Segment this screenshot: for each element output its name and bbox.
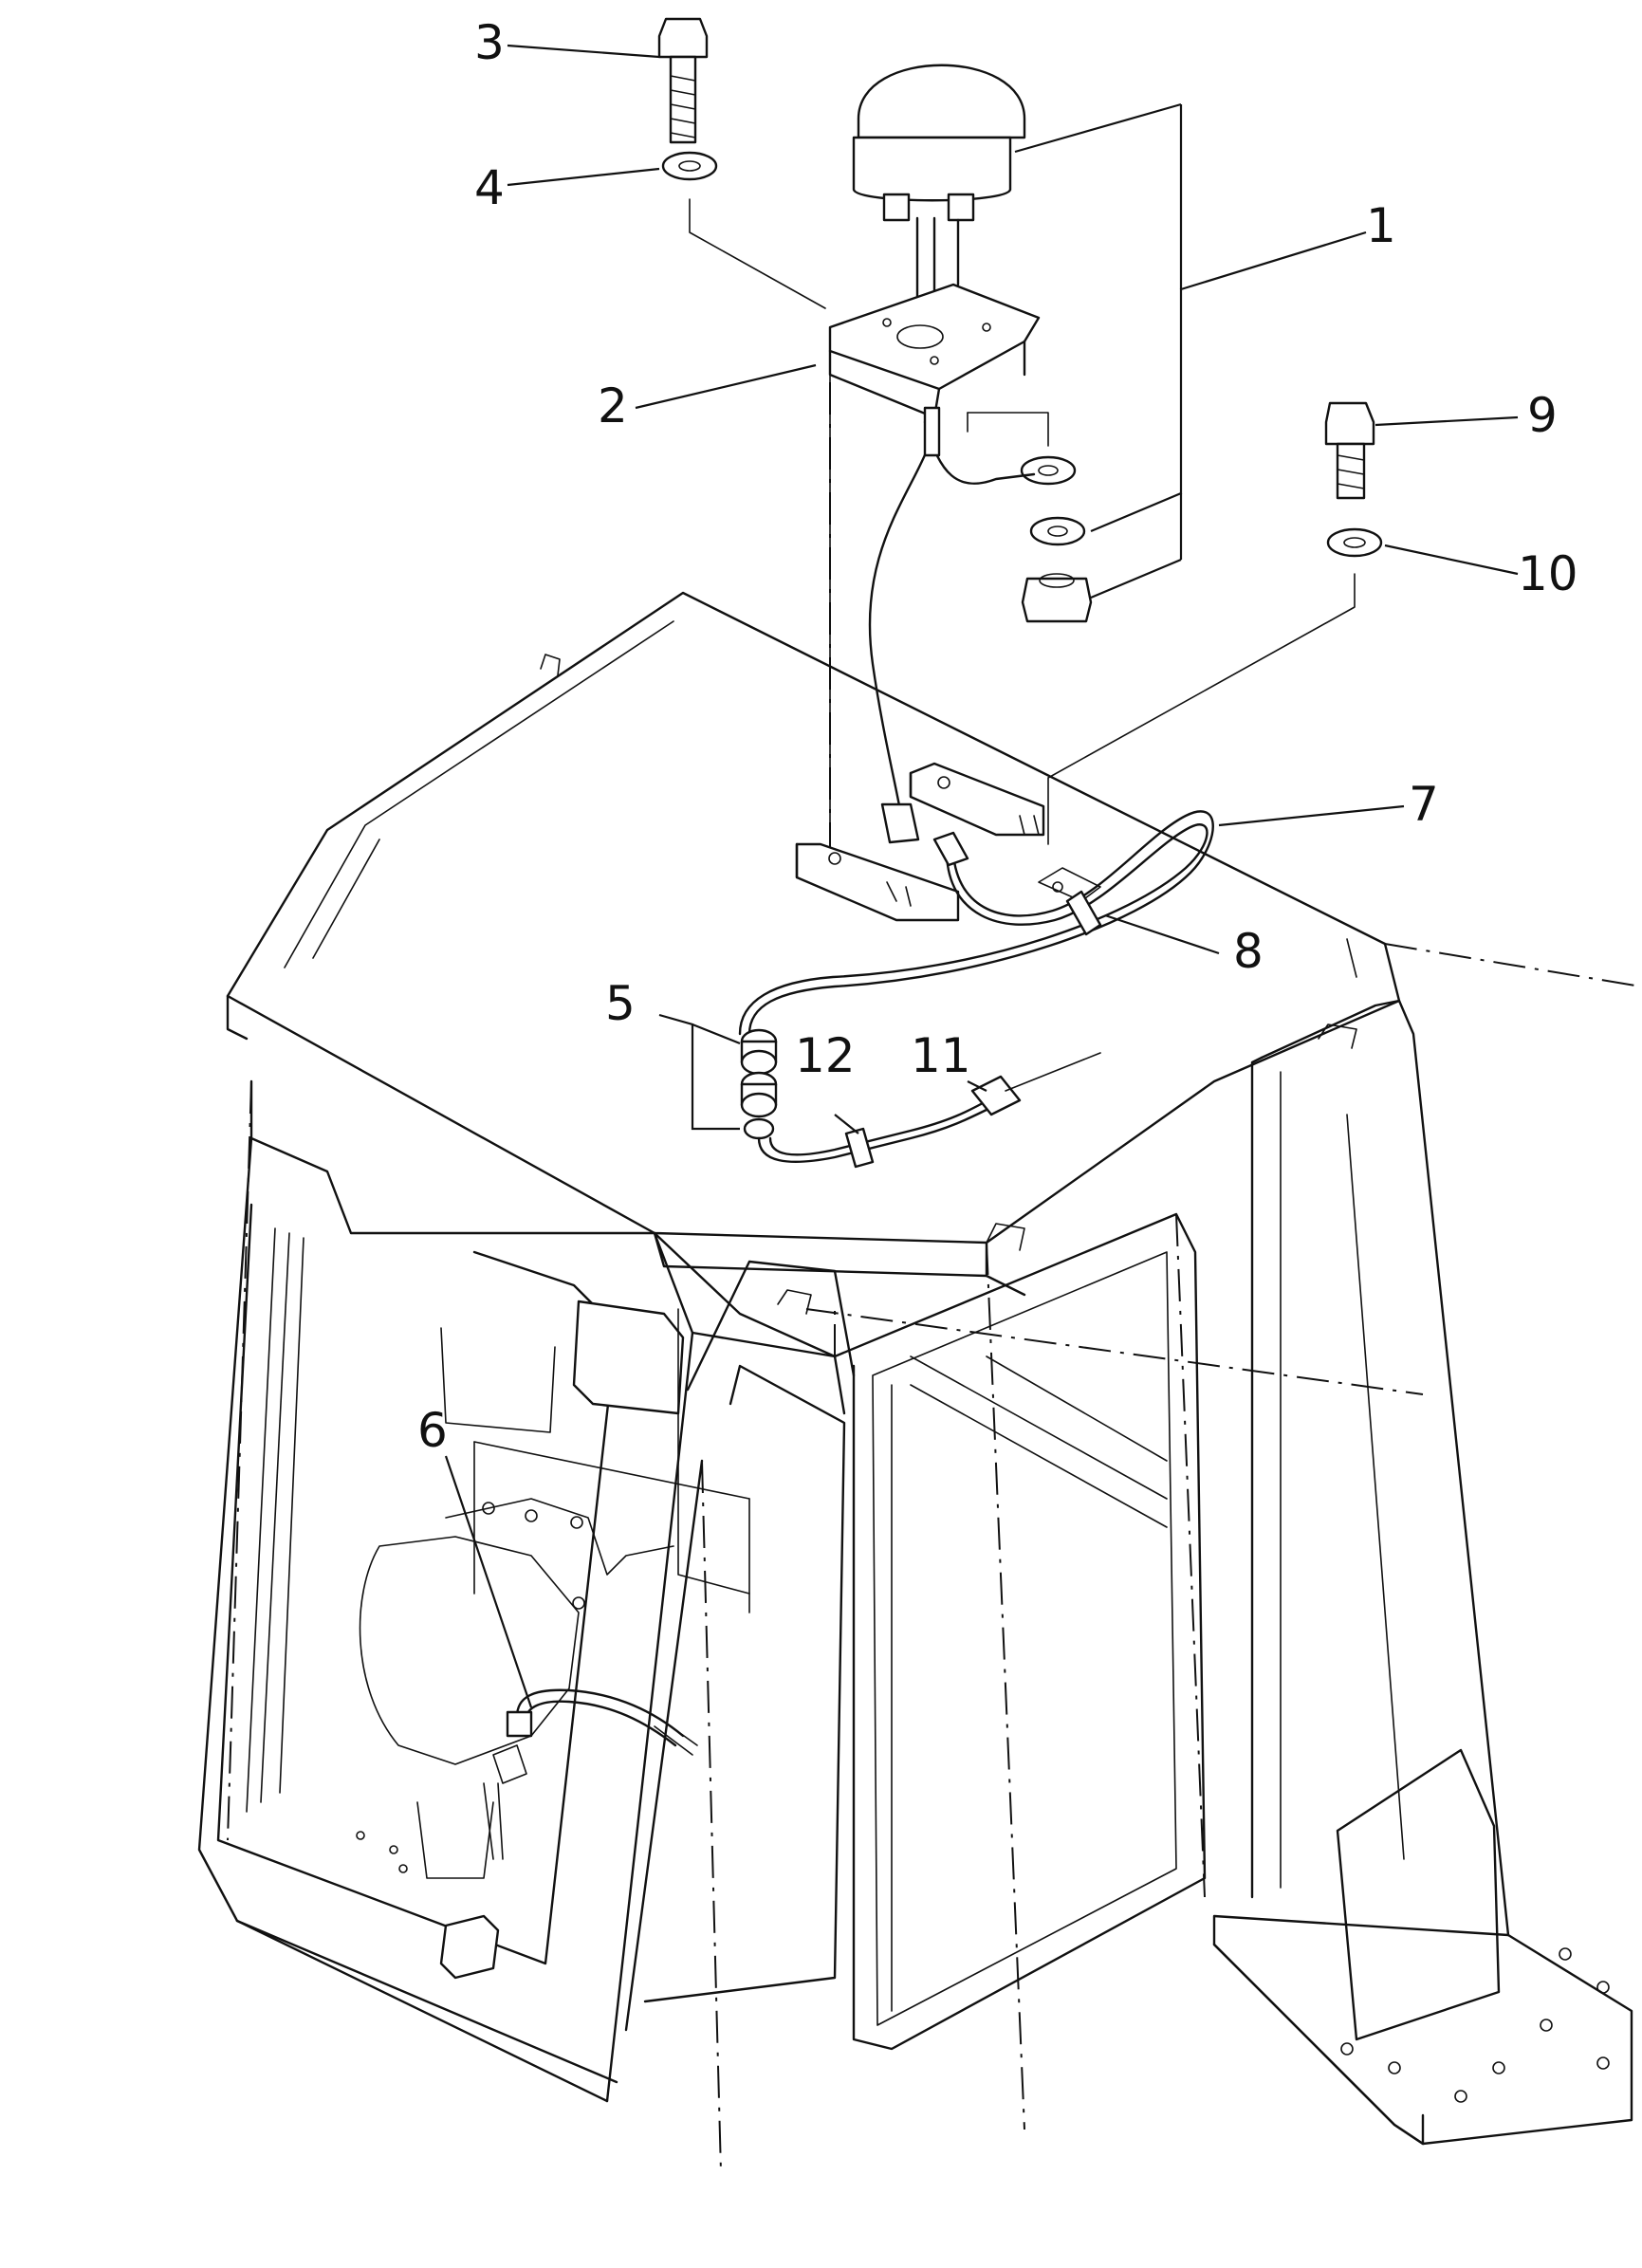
leader-7 — [1218, 804, 1405, 827]
leader-11 — [967, 1080, 987, 1092]
leader-12 — [834, 1114, 859, 1134]
rotary-warning-lamp — [852, 64, 1026, 343]
bolt-3 — [657, 17, 709, 144]
leader-10 — [1384, 544, 1519, 576]
callout-12: 12 — [795, 1028, 856, 1083]
bolt-3-install-line — [689, 198, 826, 309]
leader-5-top — [692, 1023, 741, 1045]
leader-1-nut — [1090, 558, 1182, 599]
leader-6 — [444, 1455, 533, 1708]
callout-leaders — [444, 44, 1519, 1708]
leader-8 — [1104, 913, 1220, 955]
leader-5 — [658, 1013, 740, 1131]
callout-7: 7 — [1409, 777, 1439, 832]
bolt-9 — [1324, 401, 1375, 500]
leader-3 — [507, 44, 660, 59]
roof-mount-pads — [795, 762, 1101, 922]
wiring-harness — [738, 810, 1214, 1169]
leader-2 — [635, 363, 817, 410]
callout-6: 6 — [417, 1403, 448, 1458]
center-lines — [227, 327, 1642, 2173]
lamp-bracket — [828, 283, 1041, 844]
leader-4 — [507, 167, 660, 187]
callout-10: 10 — [1518, 546, 1578, 601]
callout-3: 3 — [474, 15, 505, 70]
bolt-9-install-line — [1047, 573, 1356, 845]
callout-labels: 3 4 1 2 9 10 7 8 5 12 11 6 — [417, 15, 1578, 1458]
lamp-hardware — [967, 412, 1093, 623]
leader-1-lamp — [1014, 102, 1182, 154]
leader-9 — [1374, 415, 1519, 427]
callout-11: 11 — [911, 1028, 971, 1083]
leader-1 — [1090, 230, 1367, 533]
callout-1: 1 — [1366, 198, 1396, 253]
washer-4 — [661, 151, 718, 181]
callout-8: 8 — [1233, 924, 1264, 979]
callout-5: 5 — [605, 976, 636, 1031]
cab-wire-6 — [483, 1688, 698, 1860]
washer-10 — [1326, 527, 1383, 558]
callout-2: 2 — [598, 378, 628, 433]
callout-4: 4 — [474, 160, 505, 215]
callout-9: 9 — [1527, 388, 1558, 443]
cab-body — [197, 591, 1633, 2146]
